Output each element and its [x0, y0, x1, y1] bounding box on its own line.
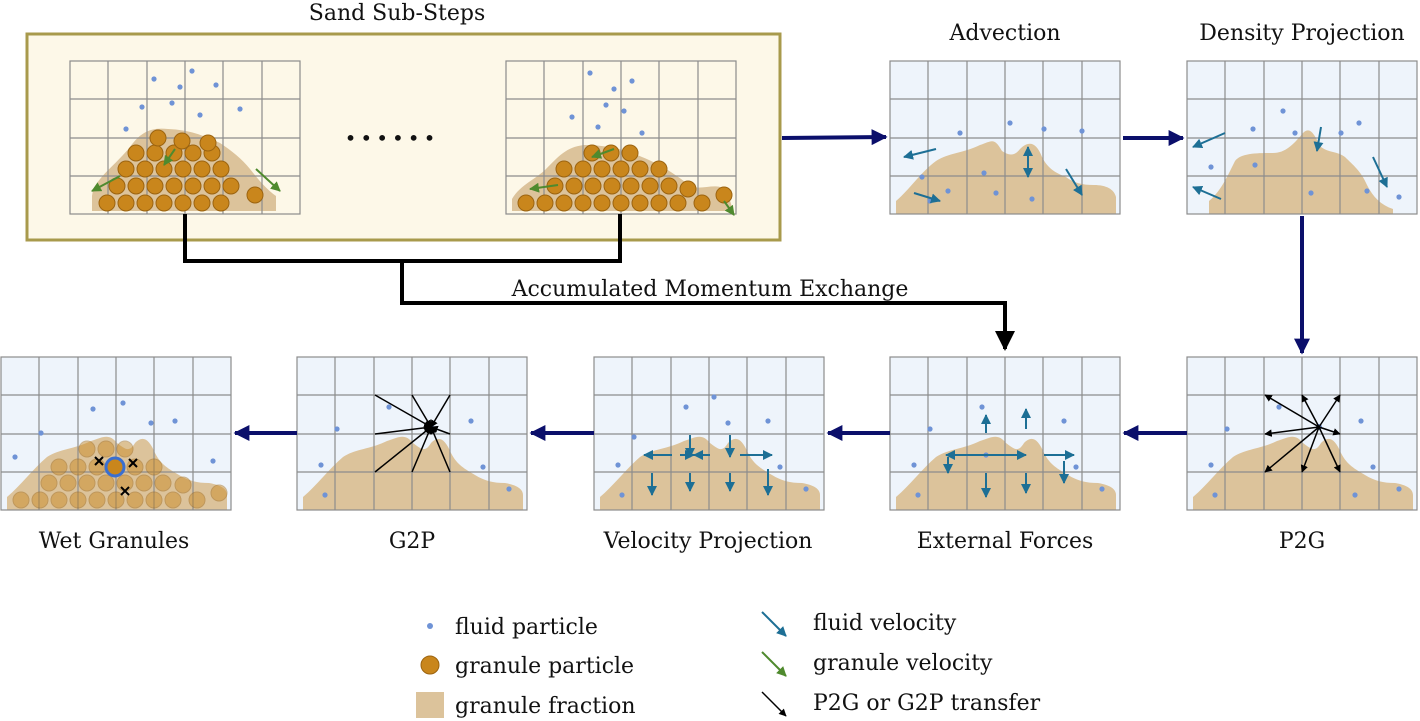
density-projection-grid — [1186, 60, 1418, 215]
sand-substeps-label: Sand Sub-Steps — [309, 1, 486, 26]
legend-granule-particle: granule particle — [455, 654, 634, 679]
arrow-to-advection — [781, 129, 888, 146]
p2g-label: P2G — [1279, 529, 1325, 554]
cross-markers — [94, 456, 138, 496]
granule-particles — [98, 129, 264, 212]
legend-granule-velocity-marker — [761, 651, 787, 677]
sand-step-n-grid — [505, 60, 737, 216]
legend-fluid-velocity-marker — [761, 611, 787, 637]
advection-grid — [889, 60, 1121, 215]
velocity-projection-label: Velocity Projection — [603, 529, 813, 554]
p2g-grid — [1186, 356, 1418, 511]
wet-granules-grid — [0, 356, 232, 511]
g2p-grid — [296, 356, 528, 511]
legend-granule-fraction-marker — [416, 692, 444, 718]
momentum-exchange-connector — [183, 214, 1015, 351]
projected-velocity-arrows — [643, 435, 773, 496]
legend: fluid particle granule particle granule … — [416, 611, 1041, 719]
wet-granules-label: Wet Granules — [39, 529, 190, 554]
fluid-particles — [1208, 108, 1402, 200]
granule-fraction-region — [303, 436, 523, 510]
sand-step-1-grid — [69, 60, 301, 215]
grid-lines — [889, 356, 1121, 511]
momentum-exchange-label: Accumulated Momentum Exchange — [511, 277, 909, 302]
fluid-particles — [1208, 404, 1402, 498]
g2p-label: G2P — [389, 529, 436, 554]
transfer-arrows — [1264, 394, 1341, 473]
highlighted-granule — [104, 456, 126, 478]
transfer-arrows — [374, 394, 451, 473]
advection-label: Advection — [948, 21, 1060, 46]
fluid-particles — [615, 394, 809, 498]
fluid-particles — [911, 404, 1105, 498]
legend-granule-fraction: granule fraction — [455, 694, 636, 719]
legend-transfer: P2G or G2P transfer — [813, 691, 1041, 716]
grid-lines — [889, 60, 1121, 215]
grid-lines — [593, 356, 825, 511]
velocity-projection-grid — [593, 356, 825, 511]
fluid-velocity-arrows — [903, 146, 1083, 204]
external-forces-grid — [889, 356, 1121, 511]
legend-transfer-marker — [761, 691, 787, 717]
granule-fraction-region — [1193, 436, 1413, 510]
external-forces-label: External Forces — [917, 529, 1094, 554]
pipeline-arrows — [233, 129, 1310, 441]
granule-fraction-region — [1209, 130, 1393, 214]
grid-lines — [1186, 60, 1418, 215]
legend-fluid-velocity: fluid velocity — [813, 611, 957, 636]
granule-fraction-region — [896, 141, 1116, 214]
fluid-particles — [12, 400, 216, 464]
fluid-particles — [569, 70, 645, 136]
fluid-particles — [123, 68, 243, 132]
ellipsis: •••••• — [345, 126, 440, 150]
density-projection-label: Density Projection — [1199, 21, 1404, 46]
granule-velocity-arrows — [529, 148, 735, 216]
legend-fluid-particle: fluid particle — [455, 615, 598, 640]
fluid-velocity-arrows — [1192, 126, 1388, 200]
external-force-arrows — [943, 408, 1075, 498]
legend-granule-particle-marker — [420, 655, 440, 675]
legend-granule-velocity: granule velocity — [813, 651, 993, 676]
granule-particles — [12, 440, 228, 509]
legend-fluid-particle-marker — [427, 623, 433, 629]
granule-velocity-arrows — [91, 148, 281, 192]
